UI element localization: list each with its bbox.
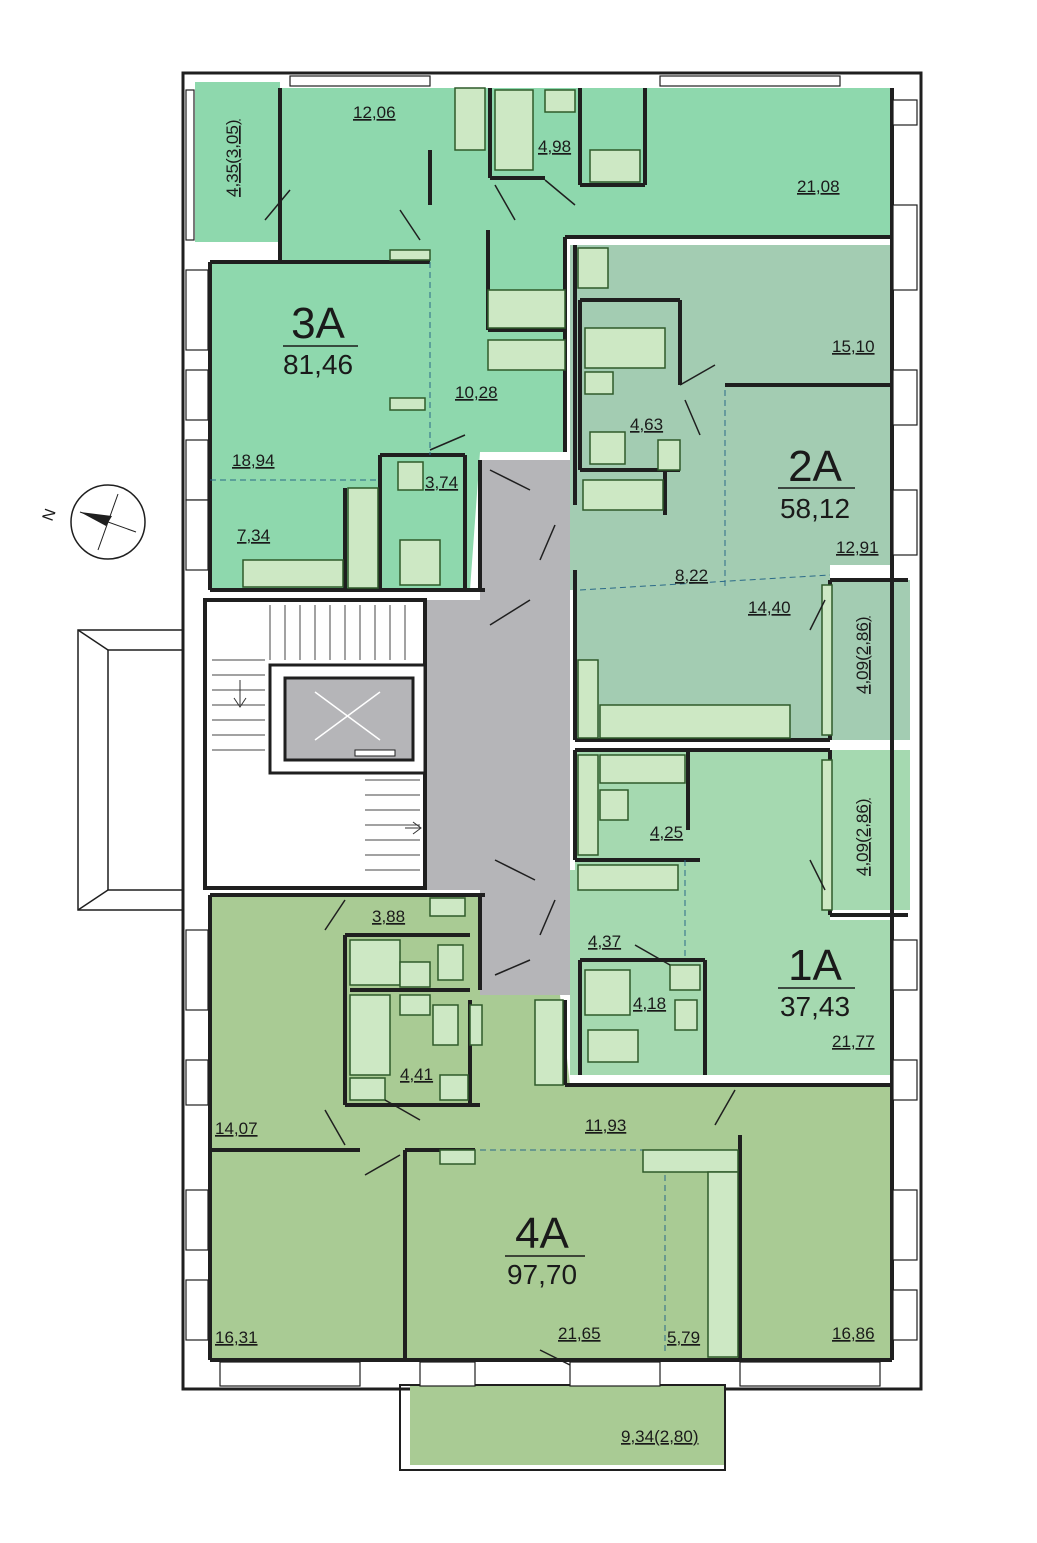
room-area: 21,77: [832, 1032, 875, 1051]
apartment-1a-total: 37,43: [780, 991, 850, 1022]
room-area: 16,31: [215, 1328, 258, 1347]
apartment-4a-name: 4A: [515, 1209, 569, 1258]
room-area: 4,63: [630, 415, 663, 434]
apartment-2a-name: 2A: [788, 442, 842, 491]
apartment-3a-name: 3A: [291, 299, 345, 348]
compass-north-label: N: [40, 507, 60, 524]
apartment-1a-balcony-fill: [830, 750, 910, 910]
room-area: 4,18: [633, 994, 666, 1013]
apartment-1a-label: 1A 37,43: [778, 941, 855, 1022]
door-swings: [264, 179, 826, 1366]
fixtures: [242, 87, 833, 1358]
room-area: 4,37: [588, 932, 621, 951]
room-area: 4,09(2,86): [853, 617, 872, 695]
room-area: 4,25: [650, 823, 683, 842]
room-area: 14,07: [215, 1119, 258, 1138]
apartment-3a-label: 3A 81,46: [283, 299, 358, 380]
room-area: 12,06: [353, 103, 396, 122]
room-area: 4,98: [538, 137, 571, 156]
zone-dividers: [210, 262, 831, 1355]
elevator-car: [283, 676, 415, 762]
room-area: 21,08: [797, 177, 840, 196]
room-area: 14,40: [748, 598, 791, 617]
apartment-2a-label: 2A 58,12: [778, 442, 855, 524]
room-area: 12,91: [836, 538, 879, 557]
apartment-4a-balcony-fill: [410, 1385, 725, 1465]
room-area: 4,41: [400, 1065, 433, 1084]
entrance-canopy: [77, 629, 184, 911]
room-area: 5,79: [667, 1328, 700, 1347]
walls: [208, 88, 908, 1362]
stairwell: [203, 598, 427, 890]
room-area: 8,22: [675, 566, 708, 585]
room-area: 9,34(2,80): [621, 1427, 699, 1446]
corridor-fill: [425, 460, 570, 995]
room-area: 4,35(3,05): [223, 120, 242, 198]
room-area: 3,74: [425, 473, 458, 492]
room-area: 7,34: [237, 526, 270, 545]
room-area: 10,28: [455, 383, 498, 402]
apartment-1a-fill: [570, 750, 892, 1075]
apartment-4a-total: 97,70: [507, 1259, 577, 1290]
room-area: 15,10: [832, 337, 875, 356]
apartment-3a-total: 81,46: [283, 349, 353, 380]
apartment-1a-name: 1A: [788, 941, 842, 990]
room-area: 18,94: [232, 451, 275, 470]
room-area: 3,88: [372, 907, 405, 926]
apartment-2a-balcony-fill: [830, 580, 910, 740]
balcony-4a-frame: [399, 1384, 726, 1471]
apartment-4a-label: 4A 97,70: [505, 1209, 585, 1290]
room-area: 21,65: [558, 1324, 601, 1343]
compass-icon: N: [40, 484, 146, 560]
apartment-2a-total: 58,12: [780, 493, 850, 524]
windows: [185, 75, 918, 1387]
room-area: 4,09(2,86): [853, 799, 872, 877]
room-area: 11,93: [585, 1116, 626, 1135]
room-area: 16,86: [832, 1324, 875, 1343]
room-labels: 12,06 4,98 21,08 4,35(3,05) 10,28 18,94 …: [215, 103, 879, 1446]
